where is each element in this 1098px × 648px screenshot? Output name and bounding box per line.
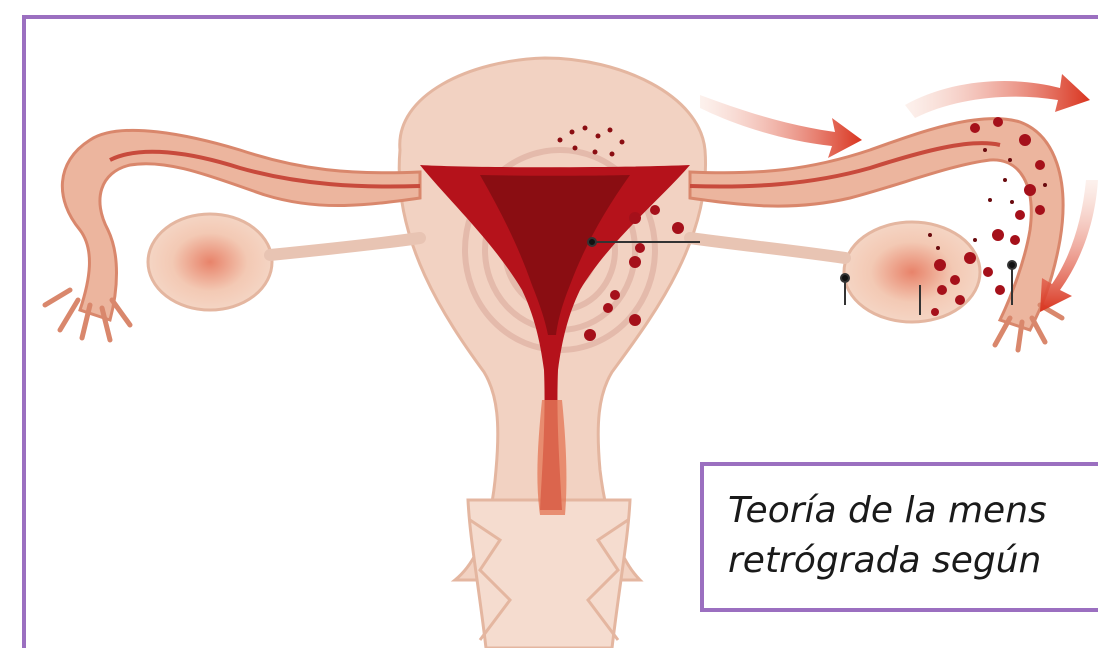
curved-arrow-icon [905, 74, 1090, 118]
right-ovary [844, 222, 980, 322]
caption-box: Teoría de la mens retrógrada según [700, 462, 1098, 612]
left-ovary [148, 214, 272, 310]
caption-line-1: Teoría de la mens [728, 486, 1098, 536]
cervical-canal [537, 400, 566, 515]
curved-arrow-icon [700, 95, 862, 158]
caption-line-2: retrógrada según [728, 536, 1098, 586]
left-ovarian-ligament [270, 238, 420, 255]
right-ovarian-ligament [690, 238, 845, 258]
